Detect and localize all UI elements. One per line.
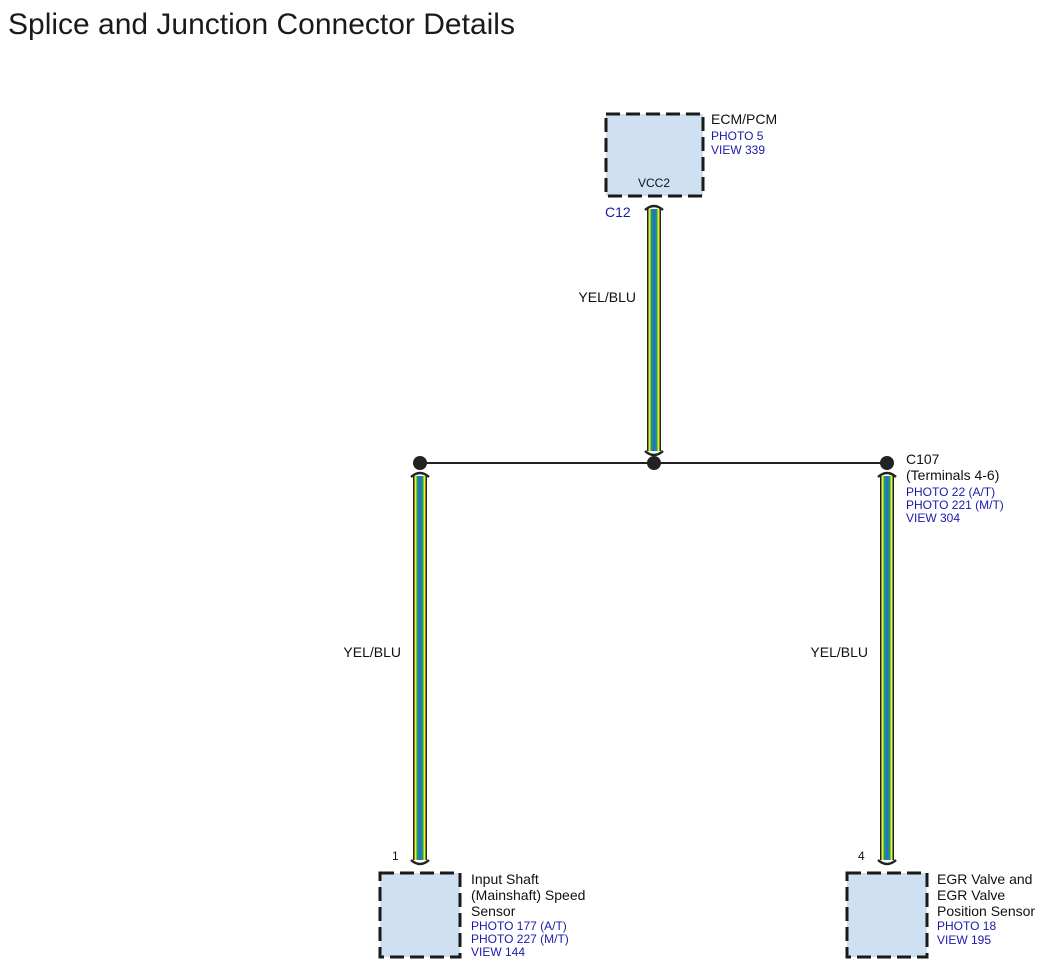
wire-right-top-cap — [877, 471, 897, 478]
left-sensor-view-ref[interactable]: VIEW 144 — [471, 945, 525, 959]
right-sensor-box[interactable] — [845, 871, 929, 959]
wire-right-color-label: YEL/BLU — [810, 644, 868, 660]
wire-top-color-label: YEL/BLU — [578, 289, 636, 305]
junction-terminals: (Terminals 4-6) — [906, 467, 999, 483]
right-sensor-view-ref[interactable]: VIEW 195 — [937, 933, 991, 947]
left-sensor-photo-at-ref[interactable]: PHOTO 177 (A/T) — [471, 919, 567, 933]
wire-top-end-cap — [644, 204, 664, 211]
wire-left-color-label: YEL/BLU — [343, 644, 401, 660]
left-sensor-name-line2: (Mainshaft) Speed — [471, 887, 585, 903]
wire-right-bottom-cap — [877, 859, 897, 866]
splice-point-center — [647, 456, 661, 470]
page-title: Splice and Junction Connector Details — [8, 8, 515, 41]
ecm-photo-ref[interactable]: PHOTO 5 — [711, 129, 764, 143]
left-sensor-name-line1: Input Shaft — [471, 871, 539, 887]
ecm-connector-label: C12 — [605, 204, 631, 220]
left-sensor-pin-number: 1 — [392, 849, 399, 863]
right-sensor-name-line2: EGR Valve — [937, 887, 1005, 903]
right-sensor-name-line1: EGR Valve and — [937, 871, 1032, 887]
junction-view-ref[interactable]: VIEW 304 — [906, 511, 960, 525]
wire-top-bottom-cap — [644, 450, 664, 457]
junction-name: C107 — [906, 451, 940, 467]
ecm-name: ECM/PCM — [711, 111, 777, 127]
splice-point-left — [413, 456, 427, 470]
right-sensor-pin-number: 4 — [858, 849, 865, 863]
wire-left-top-cap — [410, 471, 430, 478]
junction-photo-mt-ref[interactable]: PHOTO 221 (M/T) — [906, 498, 1004, 512]
wire-left-bottom-cap — [410, 859, 430, 866]
left-sensor-name-line3: Sensor — [471, 903, 516, 919]
ecm-view-ref[interactable]: VIEW 339 — [711, 143, 765, 157]
left-sensor-photo-mt-ref[interactable]: PHOTO 227 (M/T) — [471, 932, 569, 946]
right-sensor-photo-ref[interactable]: PHOTO 18 — [937, 919, 996, 933]
ecm-box[interactable] — [604, 112, 705, 198]
splice-point-right — [880, 456, 894, 470]
ecm-terminal-label: VCC2 — [638, 176, 670, 190]
left-sensor-box[interactable] — [378, 871, 462, 959]
right-sensor-name-line3: Position Sensor — [937, 903, 1035, 919]
junction-photo-at-ref[interactable]: PHOTO 22 (A/T) — [906, 485, 995, 499]
